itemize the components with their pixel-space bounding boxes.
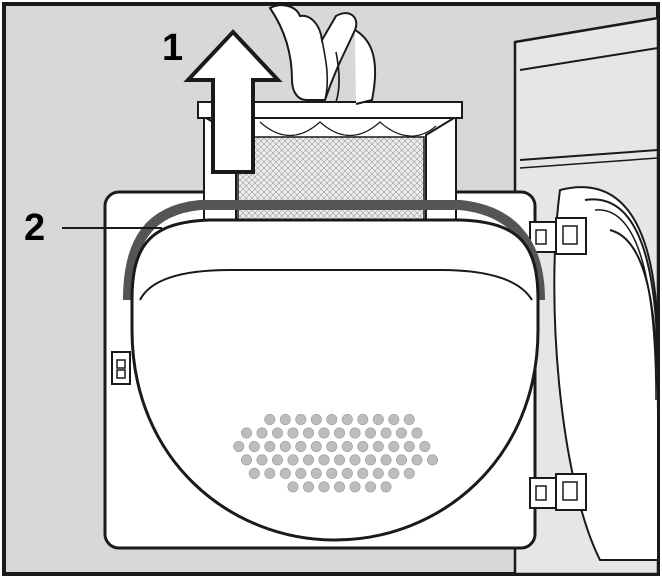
vent-hole: [248, 440, 260, 452]
vent-hole: [287, 481, 299, 493]
callout-label-2: 2: [24, 207, 45, 249]
vent-hole: [357, 467, 369, 479]
hinge-lower: [529, 473, 587, 511]
vent-hole: [357, 440, 369, 452]
vent-hole: [395, 454, 407, 466]
vent-hole: [333, 427, 345, 439]
vent-hole: [419, 440, 431, 452]
vent-hole: [318, 481, 330, 493]
vent-hole: [372, 413, 384, 425]
vent-hole: [256, 427, 268, 439]
vent-hole: [364, 427, 376, 439]
vent-hole: [380, 427, 392, 439]
vent-hole: [364, 454, 376, 466]
vent-hole: [411, 427, 423, 439]
arrow-up-icon: [183, 29, 283, 174]
vent-hole: [241, 454, 253, 466]
vent-hole: [372, 440, 384, 452]
vent-hole: [372, 467, 384, 479]
vent-hole: [295, 440, 307, 452]
hand-icon: [268, 4, 377, 105]
vent-hole: [310, 467, 322, 479]
vent-hole: [388, 467, 400, 479]
vent-hole: [426, 454, 438, 466]
vent-hole: [287, 454, 299, 466]
vent-hole: [233, 440, 245, 452]
vent-hole: [264, 467, 276, 479]
vent-hole: [341, 467, 353, 479]
vent-hole: [403, 440, 415, 452]
vent-hole: [295, 413, 307, 425]
vent-hole: [279, 440, 291, 452]
vent-hole: [256, 454, 268, 466]
vent-hole: [333, 481, 345, 493]
vent-hole: [388, 413, 400, 425]
vent-hole: [248, 467, 260, 479]
vent-hole: [279, 467, 291, 479]
vent-hole: [326, 413, 338, 425]
vent-hole: [403, 413, 415, 425]
vent-hole: [349, 454, 361, 466]
hinge-upper: [529, 217, 587, 255]
vent-hole: [318, 427, 330, 439]
vent-hole: [380, 481, 392, 493]
vent-hole: [380, 454, 392, 466]
vent-hole: [349, 427, 361, 439]
vent-hole: [310, 413, 322, 425]
door-gasket: [123, 200, 545, 301]
callout-label-1: 1: [162, 27, 183, 69]
vent-hole: [287, 427, 299, 439]
vent-hole: [326, 467, 338, 479]
vent-hole: [333, 454, 345, 466]
vent-hole: [302, 454, 314, 466]
vent-hole: [271, 427, 283, 439]
vent-hole: [357, 413, 369, 425]
vent-hole: [264, 440, 276, 452]
vent-hole: [364, 481, 376, 493]
vent-hole: [411, 454, 423, 466]
vent-hole: [302, 427, 314, 439]
vent-hole: [388, 440, 400, 452]
vent-hole: [326, 440, 338, 452]
vent-hole: [341, 440, 353, 452]
vent-hole: [241, 427, 253, 439]
vent-hole: [310, 440, 322, 452]
vent-hole: [302, 481, 314, 493]
door-latch: [111, 351, 131, 385]
vent-hole: [341, 413, 353, 425]
vent-hole: [349, 481, 361, 493]
vent-hole: [264, 413, 276, 425]
vent-hole: [271, 454, 283, 466]
ventilation-holes: [233, 413, 438, 493]
vent-hole: [403, 467, 415, 479]
vent-hole: [318, 454, 330, 466]
drum-opening: [553, 186, 659, 561]
vent-hole: [395, 427, 407, 439]
vent-hole: [279, 413, 291, 425]
vent-hole: [295, 467, 307, 479]
